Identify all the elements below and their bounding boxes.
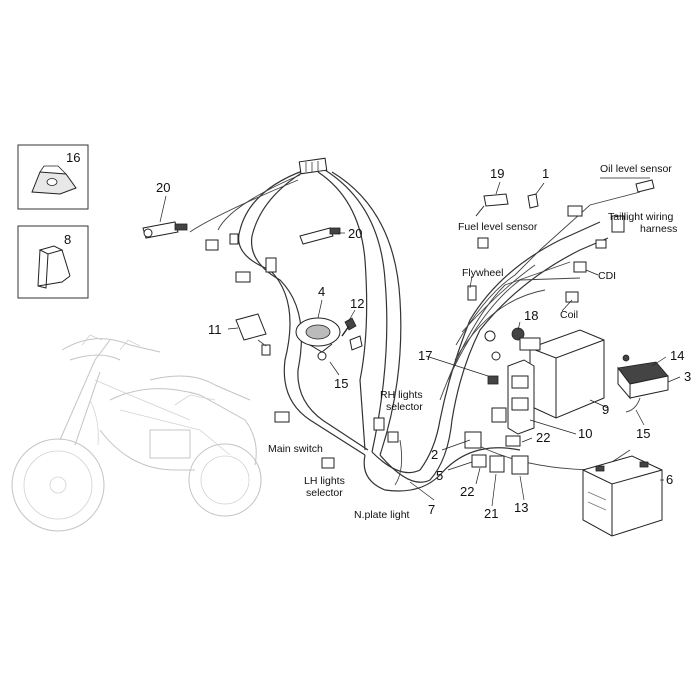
callout-14: 14 — [670, 348, 684, 363]
label-nplate-light: N.plate light — [354, 509, 410, 521]
part-1 — [527, 193, 539, 209]
callout-9: 9 — [602, 402, 609, 417]
relay-group-lower — [464, 407, 529, 475]
label-coil: Coil — [560, 309, 578, 321]
coil-unit-10 — [507, 359, 535, 435]
inset-part-16 — [17, 144, 89, 210]
fuel-level-sensor-19 — [475, 193, 509, 249]
spark-plug-cap-left — [142, 221, 188, 239]
spark-plug-cap-right — [299, 227, 341, 245]
callout-22-right: 22 — [536, 430, 550, 445]
label-rh-lights-line1: RH lights — [380, 389, 423, 401]
callout-2: 2 — [431, 447, 438, 462]
label-main-switch: Main switch — [268, 443, 323, 455]
inset-part-8 — [17, 225, 89, 299]
callout-5: 5 — [436, 468, 443, 483]
scooter-silhouette — [11, 334, 262, 532]
label-taillight-wiring: Taillight wiring — [608, 211, 674, 223]
label-fuel-level-sensor: Fuel level sensor — [458, 221, 538, 233]
callout-11: 11 — [208, 322, 222, 337]
callout-16: 16 — [66, 150, 80, 165]
label-lh-lights-line1: LH lights — [304, 475, 345, 487]
horn-4 — [295, 317, 341, 361]
callout-22-left: 22 — [460, 484, 474, 499]
callout-21: 21 — [484, 506, 498, 521]
leader-lines — [159, 177, 681, 507]
label-lh-lights-line2: selector — [306, 487, 343, 499]
callout-6: 6 — [666, 472, 673, 487]
callout-numbers: 16 8 20 20 4 12 11 15 19 1 17 18 14 3 15… — [64, 150, 691, 521]
label-flywheel: Flywheel — [462, 267, 503, 279]
callout-4: 4 — [318, 284, 325, 299]
cdi-connectors — [467, 261, 587, 303]
battery-6 — [582, 455, 663, 537]
callout-17: 17 — [418, 348, 432, 363]
main-harness — [189, 167, 641, 492]
callout-10: 10 — [578, 426, 592, 441]
callout-1: 1 — [542, 166, 549, 181]
callout-8: 8 — [64, 232, 71, 247]
callout-19: 19 — [490, 166, 504, 181]
bolt-12 — [341, 317, 363, 351]
callout-18: 18 — [524, 308, 538, 323]
callout-20-left: 20 — [156, 180, 170, 195]
small-connectors-left — [205, 233, 277, 283]
cdi-unit-9 — [519, 329, 605, 419]
callout-15-left: 15 — [334, 376, 348, 391]
callout-15-right: 15 — [636, 426, 650, 441]
main-switch-connectors — [274, 411, 399, 469]
label-rh-lights-line2: selector — [386, 401, 423, 413]
oil-sensor-connectors — [567, 179, 655, 249]
callout-7: 7 — [428, 502, 435, 517]
part-labels: Oil level sensor Taillight wiring harnes… — [268, 163, 677, 521]
regulator-14 — [617, 354, 669, 413]
label-oil-level-sensor: Oil level sensor — [600, 163, 672, 175]
label-taillight-harness: harness — [640, 223, 677, 235]
small-parts-middle — [484, 327, 525, 385]
callout-20-right: 20 — [348, 226, 362, 241]
callout-3: 3 — [684, 369, 691, 384]
label-cdi: CDI — [598, 270, 616, 282]
callout-13: 13 — [514, 500, 528, 515]
connector-top — [298, 157, 328, 175]
callout-12: 12 — [350, 296, 364, 311]
relay-11 — [235, 313, 271, 356]
